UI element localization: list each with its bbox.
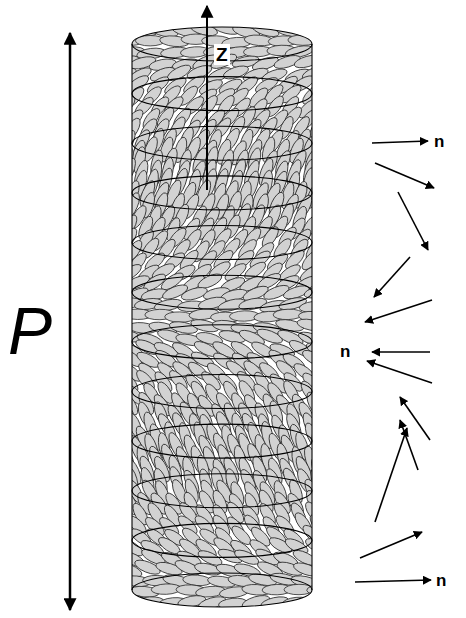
layer-ring: [132, 77, 312, 111]
molecule: [119, 391, 141, 417]
cylinder-side: [311, 44, 312, 590]
director-arrow: [355, 580, 431, 582]
layer-ring: [132, 474, 312, 508]
molecule: [293, 53, 322, 70]
layer-ring: [132, 523, 312, 557]
molecule: [313, 194, 330, 222]
director-arrow: [360, 532, 422, 558]
director-arrow: [375, 428, 407, 522]
molecule: [309, 74, 336, 96]
molecule: [310, 170, 331, 201]
molecule: [108, 250, 133, 274]
molecule: [115, 594, 144, 607]
layer-ring: [132, 226, 312, 260]
molecule: [296, 317, 326, 333]
molecule: [299, 300, 328, 314]
director-arrow: [372, 141, 428, 143]
director-arrow: [375, 163, 434, 188]
molecule: [282, 596, 311, 609]
molecule: [111, 501, 132, 527]
molecule: [109, 22, 138, 36]
layer-ring: [132, 275, 312, 309]
molecule: [119, 213, 140, 240]
director-arrow: [374, 257, 410, 297]
cylinder-side: [131, 44, 132, 590]
molecule: [311, 402, 329, 429]
pitch-arrow: [69, 33, 72, 610]
layer-ring: [132, 126, 312, 160]
molecule: [113, 205, 133, 233]
molecule: [110, 136, 132, 164]
molecule-layers: [107, 20, 337, 612]
molecule: [113, 168, 133, 199]
molecule: [306, 582, 337, 595]
pitch-label: P: [8, 298, 52, 364]
axis-label: Z: [214, 44, 230, 65]
layer-ring: [132, 176, 312, 210]
director-label: n: [340, 343, 350, 360]
director-label: n: [434, 133, 444, 150]
z-axis-arrow: [206, 6, 208, 190]
layer-ring: [132, 374, 312, 408]
molecule: [311, 357, 335, 382]
director-arrows: [355, 141, 434, 582]
layer-ring: [132, 573, 312, 607]
layer-ring: [132, 424, 312, 458]
molecule: [260, 595, 290, 611]
director-arrow: [398, 192, 428, 250]
director-arrow: [400, 420, 418, 470]
director-arrow: [365, 300, 432, 322]
director-arrow: [367, 361, 432, 383]
layer-rings: [132, 27, 312, 607]
layer-ring: [132, 325, 312, 359]
molecule: [300, 522, 325, 546]
director-arrow: [372, 351, 430, 353]
molecule: [302, 594, 332, 610]
director-label: n: [436, 572, 446, 589]
